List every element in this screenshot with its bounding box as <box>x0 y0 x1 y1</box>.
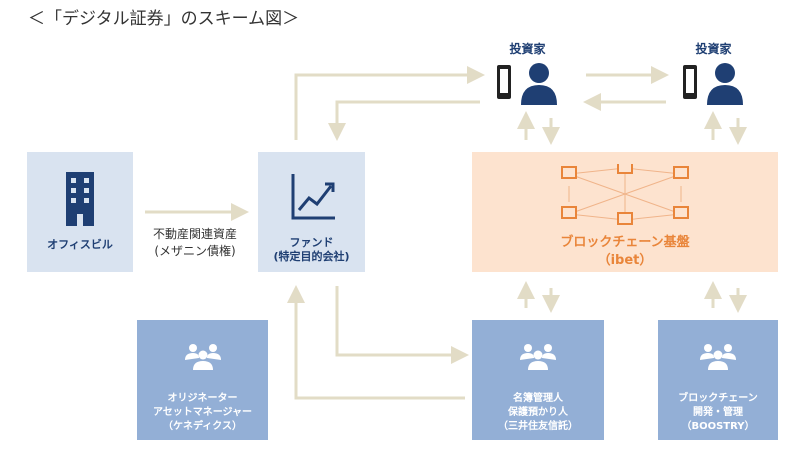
custodian-label-1: 名簿管理人 <box>513 393 563 404</box>
page-title: ＜「デジタル証券」のスキーム図＞ <box>28 9 300 29</box>
building-icon <box>66 172 94 226</box>
developer-box: ブロックチェーン 開発・管理 （BOOSTRY） <box>658 320 778 440</box>
originator-label-3: （ケネディクス） <box>162 421 242 432</box>
asset-flow-label: 不動産関連資産 (メザニン債権) <box>140 226 250 260</box>
custodian-label-2: 保護預かり人 <box>508 407 568 418</box>
office-label: オフィスビル <box>47 238 113 251</box>
chart-growth-icon <box>291 174 335 220</box>
originator-box: オリジネーター アセットマネージャー （ケネディクス） <box>137 320 268 440</box>
investor-label: 投資家 <box>695 42 732 56</box>
fund-label-1: ファンド <box>289 236 334 249</box>
investor-icon <box>682 63 743 105</box>
custodian-label-3: （三井住友信託） <box>498 421 578 432</box>
originator-label-1: オリジネーター <box>167 393 238 404</box>
asset-flow-line2: (メザニン債権) <box>154 244 236 258</box>
investor-1: 投資家 <box>490 40 565 107</box>
people-group-icon <box>184 344 221 370</box>
custodian-box: 名簿管理人 保護預かり人 （三井住友信託） <box>472 320 604 440</box>
developer-label-2: 開発・管理 <box>693 407 743 418</box>
asset-flow-line1: 不動産関連資産 <box>152 227 237 241</box>
people-group-icon <box>700 344 736 370</box>
fund-label-2: (特定目的会社) <box>273 250 350 263</box>
investor-label: 投資家 <box>509 42 546 56</box>
investor-2: 投資家 <box>676 40 751 107</box>
developer-label-3: （BOOSTRY） <box>681 421 755 432</box>
originator-label-2: アセットマネージャー <box>152 407 253 418</box>
developer-label-1: ブロックチェーン <box>678 393 758 404</box>
blockchain-box: ブロックチェーン基盤 （ibet） <box>472 152 778 272</box>
fund-box: ファンド (特定目的会社) <box>258 152 365 272</box>
blockchain-label-1: ブロックチェーン基盤 <box>560 235 690 250</box>
network-nodes-icon <box>561 164 689 225</box>
blockchain-label-2: （ibet） <box>597 253 653 268</box>
office-building-box: オフィスビル <box>27 152 133 272</box>
people-group-icon <box>520 344 556 370</box>
investor-icon <box>496 63 557 105</box>
